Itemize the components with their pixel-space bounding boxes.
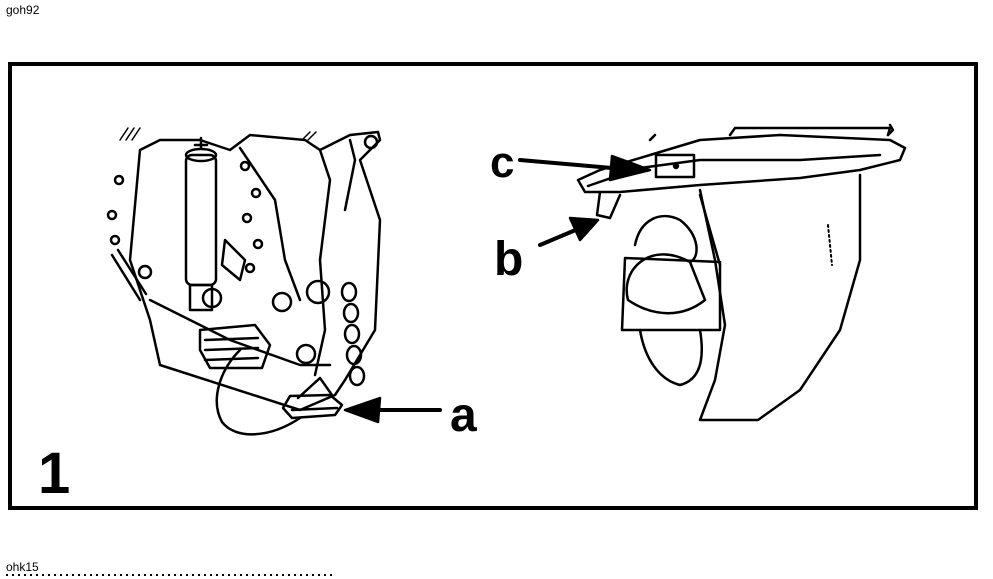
- label-a: a: [450, 389, 477, 442]
- arrow-a: [343, 396, 442, 424]
- arrow-b: [538, 216, 600, 247]
- arrow-c: [518, 154, 652, 182]
- label-c: c: [490, 138, 515, 187]
- gearcase-drawing: [576, 123, 907, 422]
- figure-frame: [8, 62, 978, 510]
- figure-number: 1: [38, 441, 71, 506]
- transom-bracket-drawing: [106, 127, 382, 436]
- scan-noise-line: [6, 574, 336, 576]
- header-code: goh92: [6, 3, 40, 17]
- footer-code: ohk15: [6, 560, 39, 574]
- label-b: b: [494, 233, 524, 286]
